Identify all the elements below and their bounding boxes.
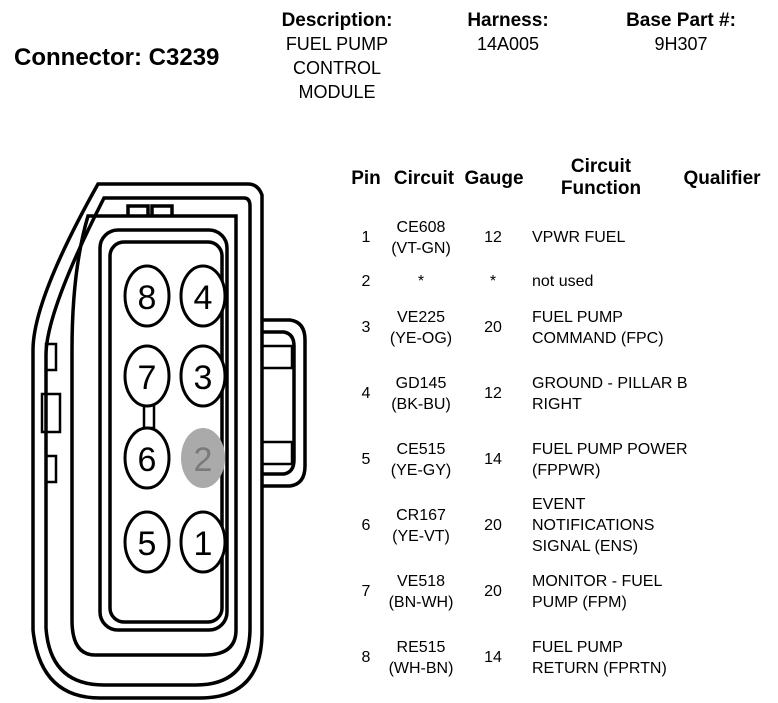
header-pin: Pin [351,168,381,189]
row-gauge: 12 [484,385,502,402]
pin-label-8: 8 [138,279,157,317]
pin-cavity-6 [123,426,171,490]
pin-label-3: 3 [194,359,213,397]
harness-block: Harness: 14A005 [452,10,564,56]
latch-slot-top [260,344,294,370]
cavity-frame-inner [108,240,224,624]
row-circuit: GD145 (BK-BU) [391,374,451,413]
row-pin: 2 [361,272,371,290]
row-gauge: 12 [484,229,502,246]
header-qualifier: Qualifier [683,168,761,189]
row-function: FUEL PUMP POWER (FPPWR) [532,440,688,479]
description-value: FUEL PUMP CONTROL MODULE [285,34,389,102]
left-key-bottom [44,454,58,484]
row-pin: 3 [361,319,371,336]
pin-cavity-1 [179,510,227,574]
row-function: not used [532,272,594,290]
left-key-middle [40,392,62,434]
pin-cavity-2 [181,428,225,488]
row-function: GROUND - PILLAR B RIGHT [532,374,688,413]
row-circuit: VE225 (YE-OG) [389,308,453,347]
row-pin: 1 [361,229,371,246]
top-notch [126,204,174,216]
description-label: Description: [281,10,393,31]
pin-label-7: 7 [138,359,157,397]
row-pin: 7 [361,583,371,600]
pin-cavity-8 [123,264,171,328]
header-function: Circuit Function [560,156,642,199]
row-gauge: 14 [484,451,502,468]
row-pin: 8 [361,649,371,666]
latch-inner [262,330,296,476]
header-circuit: Circuit [393,168,455,189]
row-function: VPWR FUEL [532,229,626,246]
pin-cavity-5 [123,510,171,574]
housing-outline [31,182,264,700]
row-circuit: VE518 (BN-WH) [388,572,454,611]
row-circuit: CR167 (YE-VT) [392,506,450,545]
row-gauge: * [489,272,497,290]
connector-title: Connector: C3239 [14,44,220,71]
cavity-frame [98,228,229,632]
pin-label-4: 4 [194,279,213,317]
header-gauge: Gauge [464,168,524,189]
row-circuit: CE608 (VT-GN) [391,218,451,257]
row-function: FUEL PUMP COMMAND (FPC) [532,308,664,347]
row-circuit: RE515 (WH-BN) [388,638,454,677]
housing-inner-outline [44,196,252,687]
pin-cavity-3 [179,344,227,408]
latch [262,318,307,488]
row-circuit: CE515 (YE-GY) [390,440,452,479]
row-gauge: 20 [484,319,502,336]
row-circuit: * [417,272,425,290]
base-part-label: Base Part #: [626,10,736,31]
pin-cavity-4 [179,264,227,328]
row-pin: 5 [361,451,371,468]
inner-frame [70,214,238,657]
harness-value: 14A005 [476,34,540,54]
row-pin: 6 [361,517,371,534]
row-gauge: 14 [484,649,502,666]
pin-label-6: 6 [138,441,157,479]
pin-label-2: 2 [194,441,213,479]
row-gauge: 20 [484,517,502,534]
row-function: EVENT NOTIFICATIONS SIGNAL (ENS) [532,496,655,555]
pin-cavity-7 [123,344,171,408]
row-gauge: 20 [484,583,502,600]
harness-label: Harness: [467,10,549,31]
row-function: MONITOR - FUEL PUMP (FPM) [532,572,662,611]
pin-label-5: 5 [138,525,157,563]
pin-label-1: 1 [194,525,213,563]
description-block: Description: FUEL PUMP CONTROL MODULE [262,10,412,104]
base-part-value: 9H307 [654,34,708,54]
base-part-block: Base Part #: 9H307 [608,10,754,56]
row-pin: 4 [361,385,371,402]
latch-slot-bottom [260,440,294,466]
left-key-top [44,342,58,372]
row-function: FUEL PUMP RETURN (FPRTN) [532,638,667,677]
